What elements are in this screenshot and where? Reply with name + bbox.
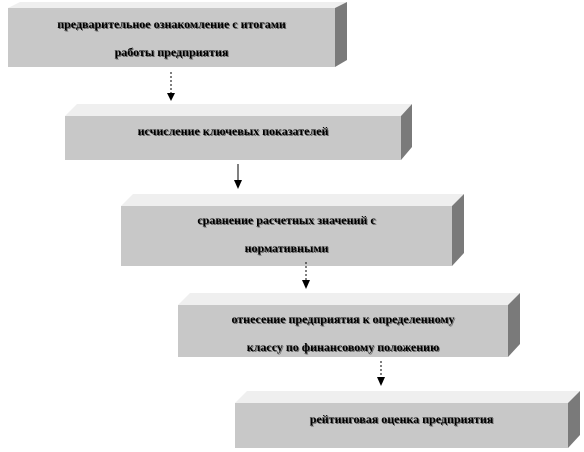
step-label-3: сравнение расчетных значений с нормативн… xyxy=(197,213,376,255)
step-label-5: рейтинговая оценка предприятия xyxy=(309,412,494,426)
step-label-4: отнесение предприятия к определенному кл… xyxy=(231,312,455,354)
step-label-2: исчисление ключевых показателей xyxy=(137,124,329,138)
step-label-1: предварительное ознакомление с итогами р… xyxy=(57,16,286,59)
